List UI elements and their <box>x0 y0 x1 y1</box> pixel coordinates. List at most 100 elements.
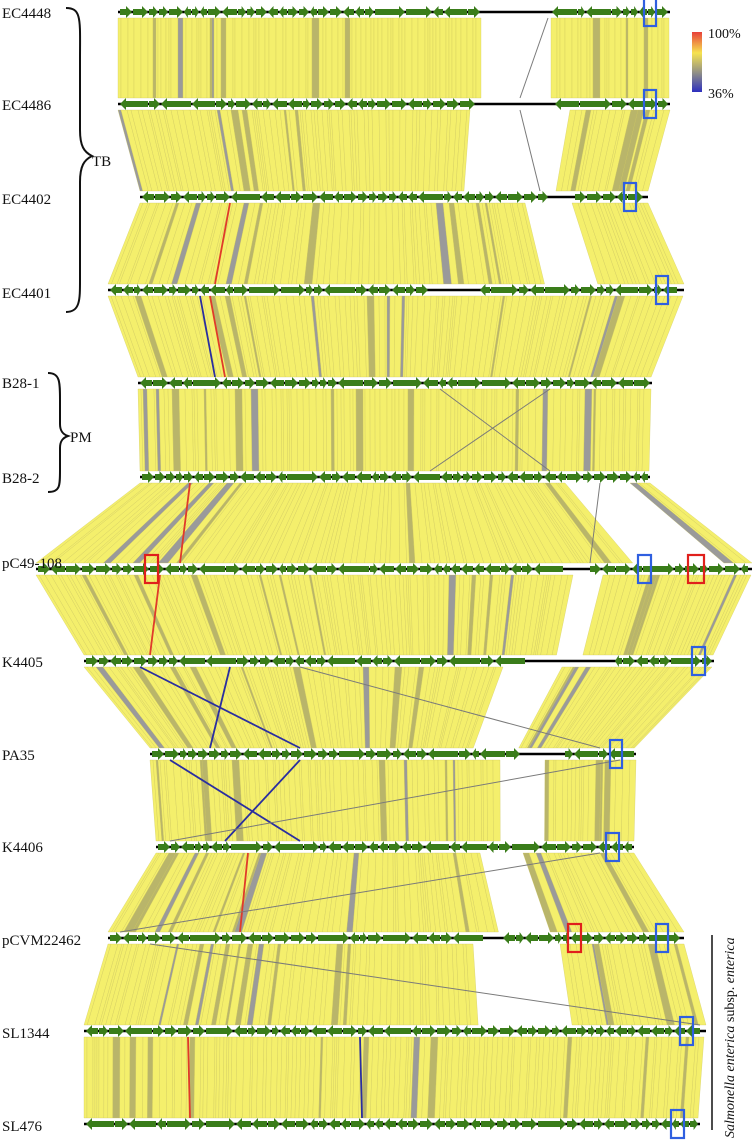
match-band <box>378 295 386 378</box>
salmonella-label: Salmonella enterica subsp. enterica <box>723 937 738 1138</box>
gene-arrow <box>555 98 579 110</box>
gene-arrow <box>420 1118 433 1130</box>
gene-arrow <box>206 1118 235 1130</box>
match-band <box>147 1036 154 1119</box>
match-band <box>544 759 550 842</box>
gene-arrow <box>200 284 209 296</box>
match-band <box>475 17 482 99</box>
gene-arrow <box>193 377 221 389</box>
gene-arrow <box>538 191 548 203</box>
match-band <box>98 1036 105 1119</box>
gene-arrow <box>287 471 318 483</box>
gene-arrow <box>407 563 419 575</box>
match-band <box>460 388 469 472</box>
gene-arrow <box>134 284 141 296</box>
gene-arrow <box>279 6 287 18</box>
match-band <box>468 759 475 842</box>
gene-arrow <box>634 377 650 389</box>
gene-arrow <box>519 471 533 483</box>
gene-arrow <box>249 284 280 296</box>
match-band <box>298 17 307 99</box>
gene-arrow <box>314 284 323 296</box>
gene-arrow <box>598 841 610 853</box>
gene-arrow <box>142 191 154 203</box>
gene-arrow <box>552 1025 560 1037</box>
gene-arrow <box>260 655 271 667</box>
blue-highlight-box <box>690 645 707 677</box>
gene-arrow <box>661 1118 671 1130</box>
gene-arrow <box>594 1118 603 1130</box>
gene-arrow <box>441 471 452 483</box>
genome-track <box>156 841 634 853</box>
gene-arrow <box>327 563 337 575</box>
gene-arrow <box>245 377 255 389</box>
gene-arrow <box>571 284 580 296</box>
match-band <box>94 1036 98 1119</box>
gene-arrow <box>257 1025 271 1037</box>
gene-arrow <box>639 284 653 296</box>
gene-arrow <box>368 932 382 944</box>
gene-arrow <box>305 655 316 667</box>
gene-arrow <box>171 841 180 853</box>
gene-arrow <box>250 655 259 667</box>
gene-arrow <box>553 377 566 389</box>
gene-arrow <box>338 377 363 389</box>
match-band <box>445 17 450 99</box>
blue-highlight-box <box>669 1108 686 1140</box>
match-band <box>349 17 353 99</box>
cross-link <box>169 759 301 842</box>
gene-arrow <box>528 1025 537 1037</box>
gene-arrow <box>594 471 606 483</box>
gene-arrow <box>342 841 354 853</box>
gene-arrow <box>261 191 274 203</box>
gene-arrow <box>389 841 401 853</box>
gene-arrow <box>545 284 570 296</box>
gene-arrow <box>153 377 168 389</box>
gene-arrow <box>519 284 529 296</box>
match-band <box>551 574 574 656</box>
gene-arrow <box>480 284 490 296</box>
gene-arrow <box>402 471 412 483</box>
gene-arrow <box>599 748 608 760</box>
gene-arrow <box>198 748 208 760</box>
cross-link <box>299 666 601 749</box>
match-band <box>399 943 405 1026</box>
gene-arrow <box>383 655 393 667</box>
gene-arrow <box>159 655 168 667</box>
match-band <box>634 17 638 99</box>
match-band <box>559 17 566 99</box>
gene-arrow <box>311 98 323 110</box>
genome-track <box>108 284 684 296</box>
gene-arrow <box>82 563 95 575</box>
gene-arrow <box>463 471 471 483</box>
gene-arrow <box>234 284 248 296</box>
gene-arrow <box>588 1025 595 1037</box>
match-band <box>599 17 606 99</box>
gene-arrow <box>241 563 255 575</box>
gene-arrow <box>149 6 158 18</box>
gene-arrow <box>279 563 286 575</box>
gene-arrow <box>383 932 411 944</box>
gene-arrow <box>320 377 327 389</box>
gene-arrow <box>439 377 446 389</box>
gene-arrow <box>169 6 183 18</box>
match-band <box>385 109 390 192</box>
gene-arrow <box>451 563 460 575</box>
gene-arrow <box>378 191 388 203</box>
gene-arrow <box>417 748 427 760</box>
match-band <box>140 17 149 99</box>
red-highlight-box <box>566 922 583 954</box>
gene-arrow <box>541 841 556 853</box>
gene-arrow <box>238 6 246 18</box>
gene-arrow <box>122 655 133 667</box>
match-band <box>643 17 649 99</box>
track-label-sl1344: SL1344 <box>2 1026 50 1042</box>
gene-arrow <box>281 1118 295 1130</box>
match-band <box>676 943 707 1026</box>
match-band <box>642 202 685 285</box>
gene-arrow <box>158 841 170 853</box>
gene-arrow <box>358 98 367 110</box>
match-band <box>439 17 447 99</box>
gene-arrow <box>534 563 563 575</box>
gene-arrow <box>192 284 199 296</box>
